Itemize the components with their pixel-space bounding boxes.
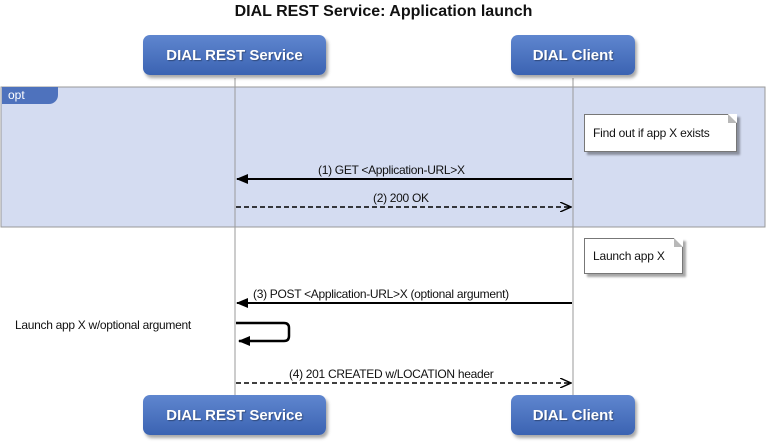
- message-label-4: (4) 201 CREATED w/LOCATION header: [289, 367, 494, 381]
- note-find-app-text: Find out if app X exists: [593, 126, 710, 140]
- self-message-label: Launch app X w/optional argument: [15, 318, 191, 332]
- note-launch-app-text: Launch app X: [593, 249, 665, 263]
- diagram-title: DIAL REST Service: Application launch: [234, 3, 533, 20]
- message-label-3: (3) POST <Application-URL>X (optional ar…: [253, 287, 509, 301]
- fragment-opt-label: opt: [2, 87, 58, 104]
- participant-client-top: DIAL Client: [511, 35, 635, 75]
- participant-client-bottom: DIAL Client: [511, 395, 635, 435]
- self-message-arrow: [236, 321, 291, 346]
- message-label-1: (1) GET <Application-URL>X: [318, 163, 465, 177]
- message-label-2: (2) 200 OK: [373, 191, 429, 205]
- participant-rest-bottom: DIAL REST Service: [143, 395, 326, 435]
- opt-fragment: [0, 86, 766, 228]
- note-launch-app: Launch app X: [584, 238, 683, 274]
- participant-rest-top: DIAL REST Service: [143, 35, 326, 75]
- note-find-app: Find out if app X exists: [584, 114, 737, 152]
